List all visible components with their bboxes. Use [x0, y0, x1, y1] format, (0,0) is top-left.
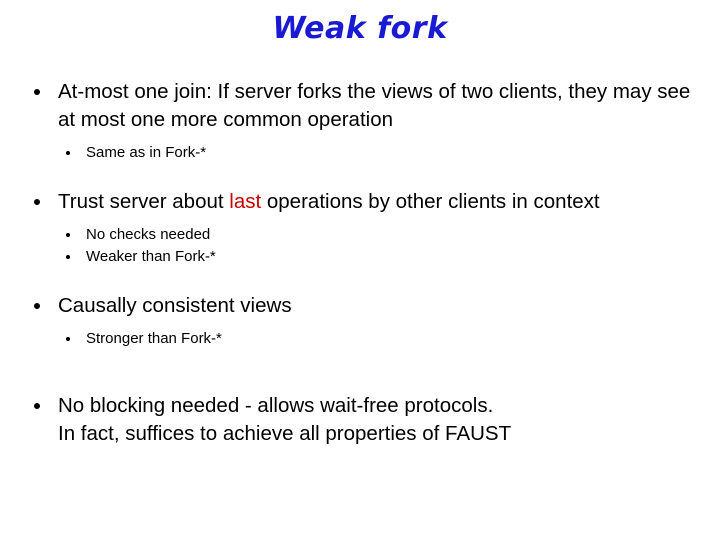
sub-bullet-dot-icon [66, 151, 70, 155]
bullet-item-level1: Trust server about last operations by ot… [0, 188, 720, 216]
bullet-text: At-most one join: If server forks the vi… [58, 80, 691, 131]
sub-bullet-dot-icon [66, 337, 70, 341]
slide-body: At-most one join: If server forks the vi… [0, 78, 720, 448]
bullet-dot-icon [34, 89, 40, 95]
bullet-text: No blocking needed - allows wait-free pr… [58, 392, 708, 448]
spacer [0, 164, 720, 188]
bullet-text: Causally consistent views [58, 294, 292, 317]
bullet-dot-icon [34, 303, 40, 309]
bullet-text-before: Trust server about [58, 190, 230, 213]
bullet-item-level2: Stronger than Fork-* [0, 328, 720, 350]
bullet-text-highlight: last [229, 190, 262, 213]
bullet-group-4: No blocking needed - allows wait-free pr… [0, 392, 720, 448]
bullet-text: Trust server about last operations by ot… [58, 188, 708, 216]
bullet-text-after: operations by other clients in context [261, 190, 600, 213]
bullet-item-level2: Same as in Fork-* [0, 142, 720, 164]
sub-bullet-dot-icon [66, 255, 70, 259]
sub-bullet-text: Weaker than Fork-* [86, 248, 216, 265]
bullet-item-level2: No checks needed [0, 224, 720, 246]
spacer [0, 268, 720, 292]
bullet-group-1: At-most one join: If server forks the vi… [0, 78, 720, 164]
sub-bullet-text: Stronger than Fork-* [86, 330, 222, 347]
bullet-item-level1: No blocking needed - allows wait-free pr… [0, 392, 720, 448]
spacer [0, 134, 720, 142]
spacer [0, 374, 720, 392]
bullet-group-2: Trust server about last operations by ot… [0, 188, 720, 268]
bullet-item-level1: Causally consistent views [0, 292, 720, 320]
sub-bullet-text: No checks needed [86, 226, 211, 243]
bullet-text-line2: In fact, suffices to achieve all propert… [58, 422, 512, 445]
bullet-item-level2: Weaker than Fork-* [0, 246, 720, 268]
spacer [0, 320, 720, 328]
bullet-item-level1: At-most one join: If server forks the vi… [0, 78, 720, 134]
bullet-dot-icon [34, 199, 40, 205]
bullet-dot-icon [34, 403, 40, 409]
sub-bullet-text: Same as in Fork-* [86, 144, 207, 161]
spacer [0, 350, 720, 374]
bullet-group-3: Causally consistent views Stronger than … [0, 292, 720, 350]
page-title: Weak fork [272, 11, 448, 46]
bullet-text-line1: No blocking needed - allows wait-free pr… [58, 394, 494, 417]
spacer [0, 216, 720, 224]
sub-bullet-dot-icon [66, 233, 70, 237]
